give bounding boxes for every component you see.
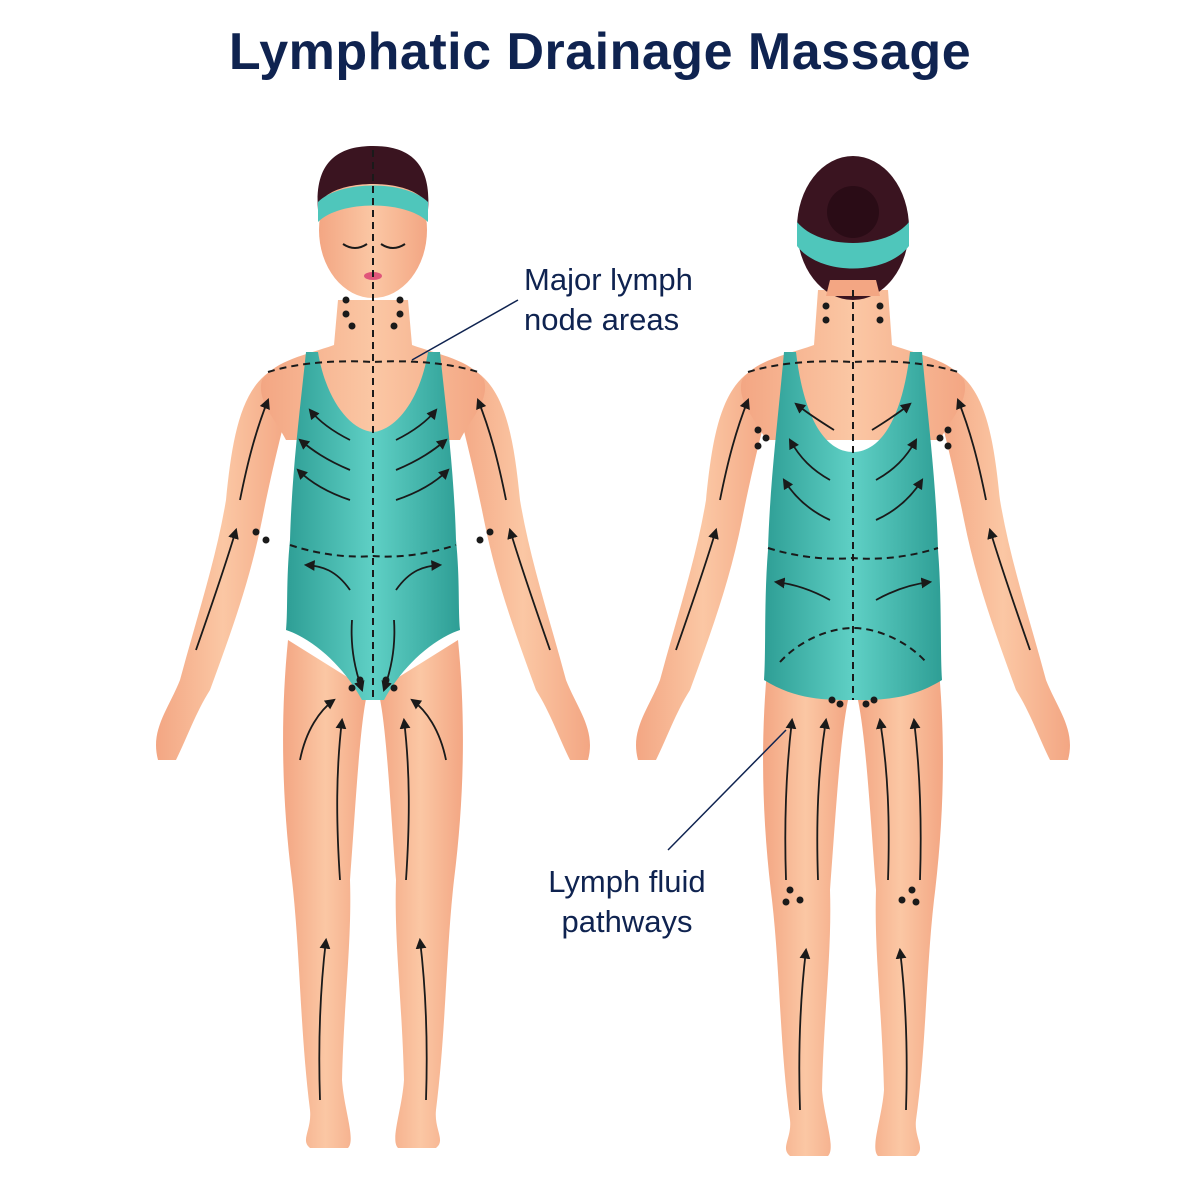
- back-figure: [636, 156, 1070, 1156]
- back-headband: [797, 222, 909, 269]
- back-right-leg: [858, 660, 943, 1156]
- back-right-arm: [936, 370, 1070, 760]
- callout-fluid-pathways: Lymph fluid pathways: [532, 862, 722, 942]
- leader-line-fluid: [667, 729, 787, 851]
- front-right-arm: [456, 370, 590, 760]
- back-hair-bun: [827, 186, 879, 238]
- front-figure: [156, 146, 590, 1148]
- callout-lymph-nodes: Major lymph node areas: [524, 260, 693, 340]
- callout-fluid-pathways-line2: pathways: [561, 904, 693, 939]
- back-left-leg: [763, 660, 848, 1156]
- front-right-leg: [378, 640, 463, 1148]
- callout-lymph-nodes-line1: Major lymph: [524, 262, 693, 297]
- callout-lymph-nodes-line2: node areas: [524, 302, 680, 337]
- front-left-arm: [156, 370, 290, 760]
- back-left-arm: [636, 370, 770, 760]
- leader-line-nodes: [411, 299, 519, 361]
- page-title: Lymphatic Drainage Massage: [228, 23, 972, 81]
- back-swimsuit: [764, 352, 942, 700]
- front-left-leg: [283, 640, 368, 1148]
- callout-fluid-pathways-line1: Lymph fluid: [548, 864, 706, 899]
